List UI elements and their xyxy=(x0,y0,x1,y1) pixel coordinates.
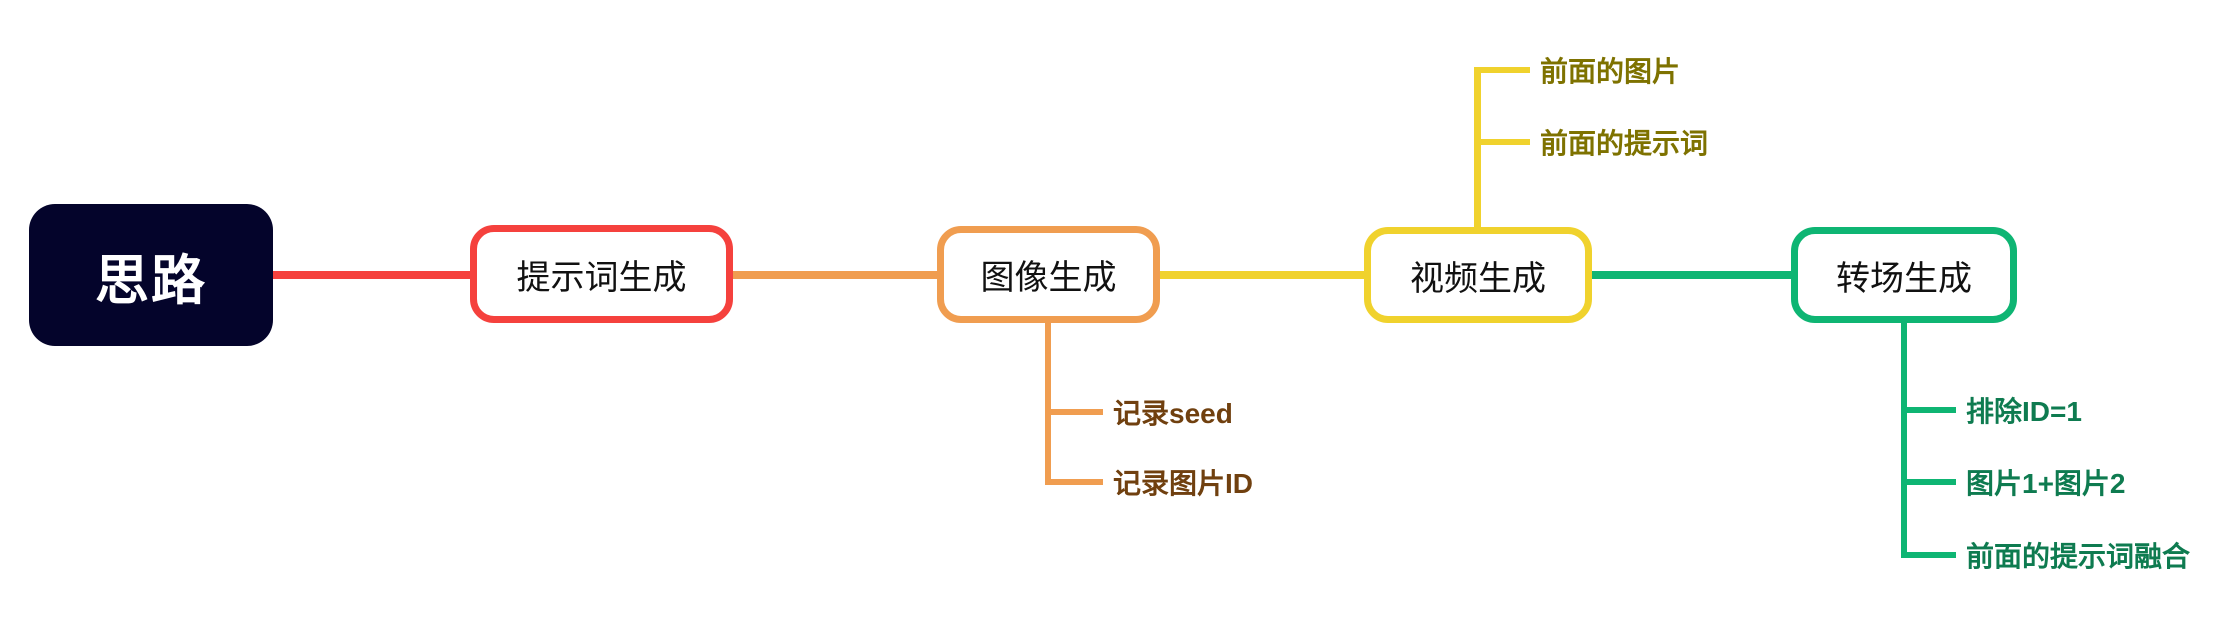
subtopic-previous-prompt-fusion[interactable]: 前面的提示词融合 xyxy=(1966,541,2191,572)
subtopic-record-seed[interactable]: 记录seed xyxy=(1113,398,1233,429)
edge-video-to-transition xyxy=(1588,271,1796,279)
topic-prompt-generation[interactable]: 提示词生成 xyxy=(470,225,733,323)
edge-image-to-video xyxy=(1157,271,1369,279)
connector-image-children-trunk xyxy=(1045,319,1051,485)
connector-image-child-1 xyxy=(1045,409,1103,415)
connector-transition-child-2 xyxy=(1901,479,1956,485)
connector-video-child-1 xyxy=(1474,67,1530,73)
connector-transition-child-3 xyxy=(1901,552,1956,558)
edge-prompt-to-image xyxy=(730,271,942,279)
root-topic[interactable]: 思路 xyxy=(29,204,273,346)
topic-image-generation[interactable]: 图像生成 xyxy=(937,226,1160,323)
connector-video-children-trunk xyxy=(1474,67,1481,230)
subtopic-image1-plus-image2[interactable]: 图片1+图片2 xyxy=(1966,468,2126,499)
connector-transition-children-trunk xyxy=(1901,319,1907,558)
topic-transition-generation[interactable]: 转场生成 xyxy=(1791,227,2017,323)
connector-video-child-2 xyxy=(1474,139,1530,145)
subtopic-previous-image[interactable]: 前面的图片 xyxy=(1540,56,1681,87)
edge-root-to-prompt xyxy=(270,271,475,279)
subtopic-previous-prompt[interactable]: 前面的提示词 xyxy=(1540,128,1709,159)
subtopic-exclude-id-1[interactable]: 排除ID=1 xyxy=(1966,396,2082,427)
connector-image-child-2 xyxy=(1045,479,1103,485)
subtopic-record-image-id[interactable]: 记录图片ID xyxy=(1113,468,1254,499)
topic-video-generation[interactable]: 视频生成 xyxy=(1364,227,1592,323)
connector-transition-child-1 xyxy=(1901,407,1956,413)
